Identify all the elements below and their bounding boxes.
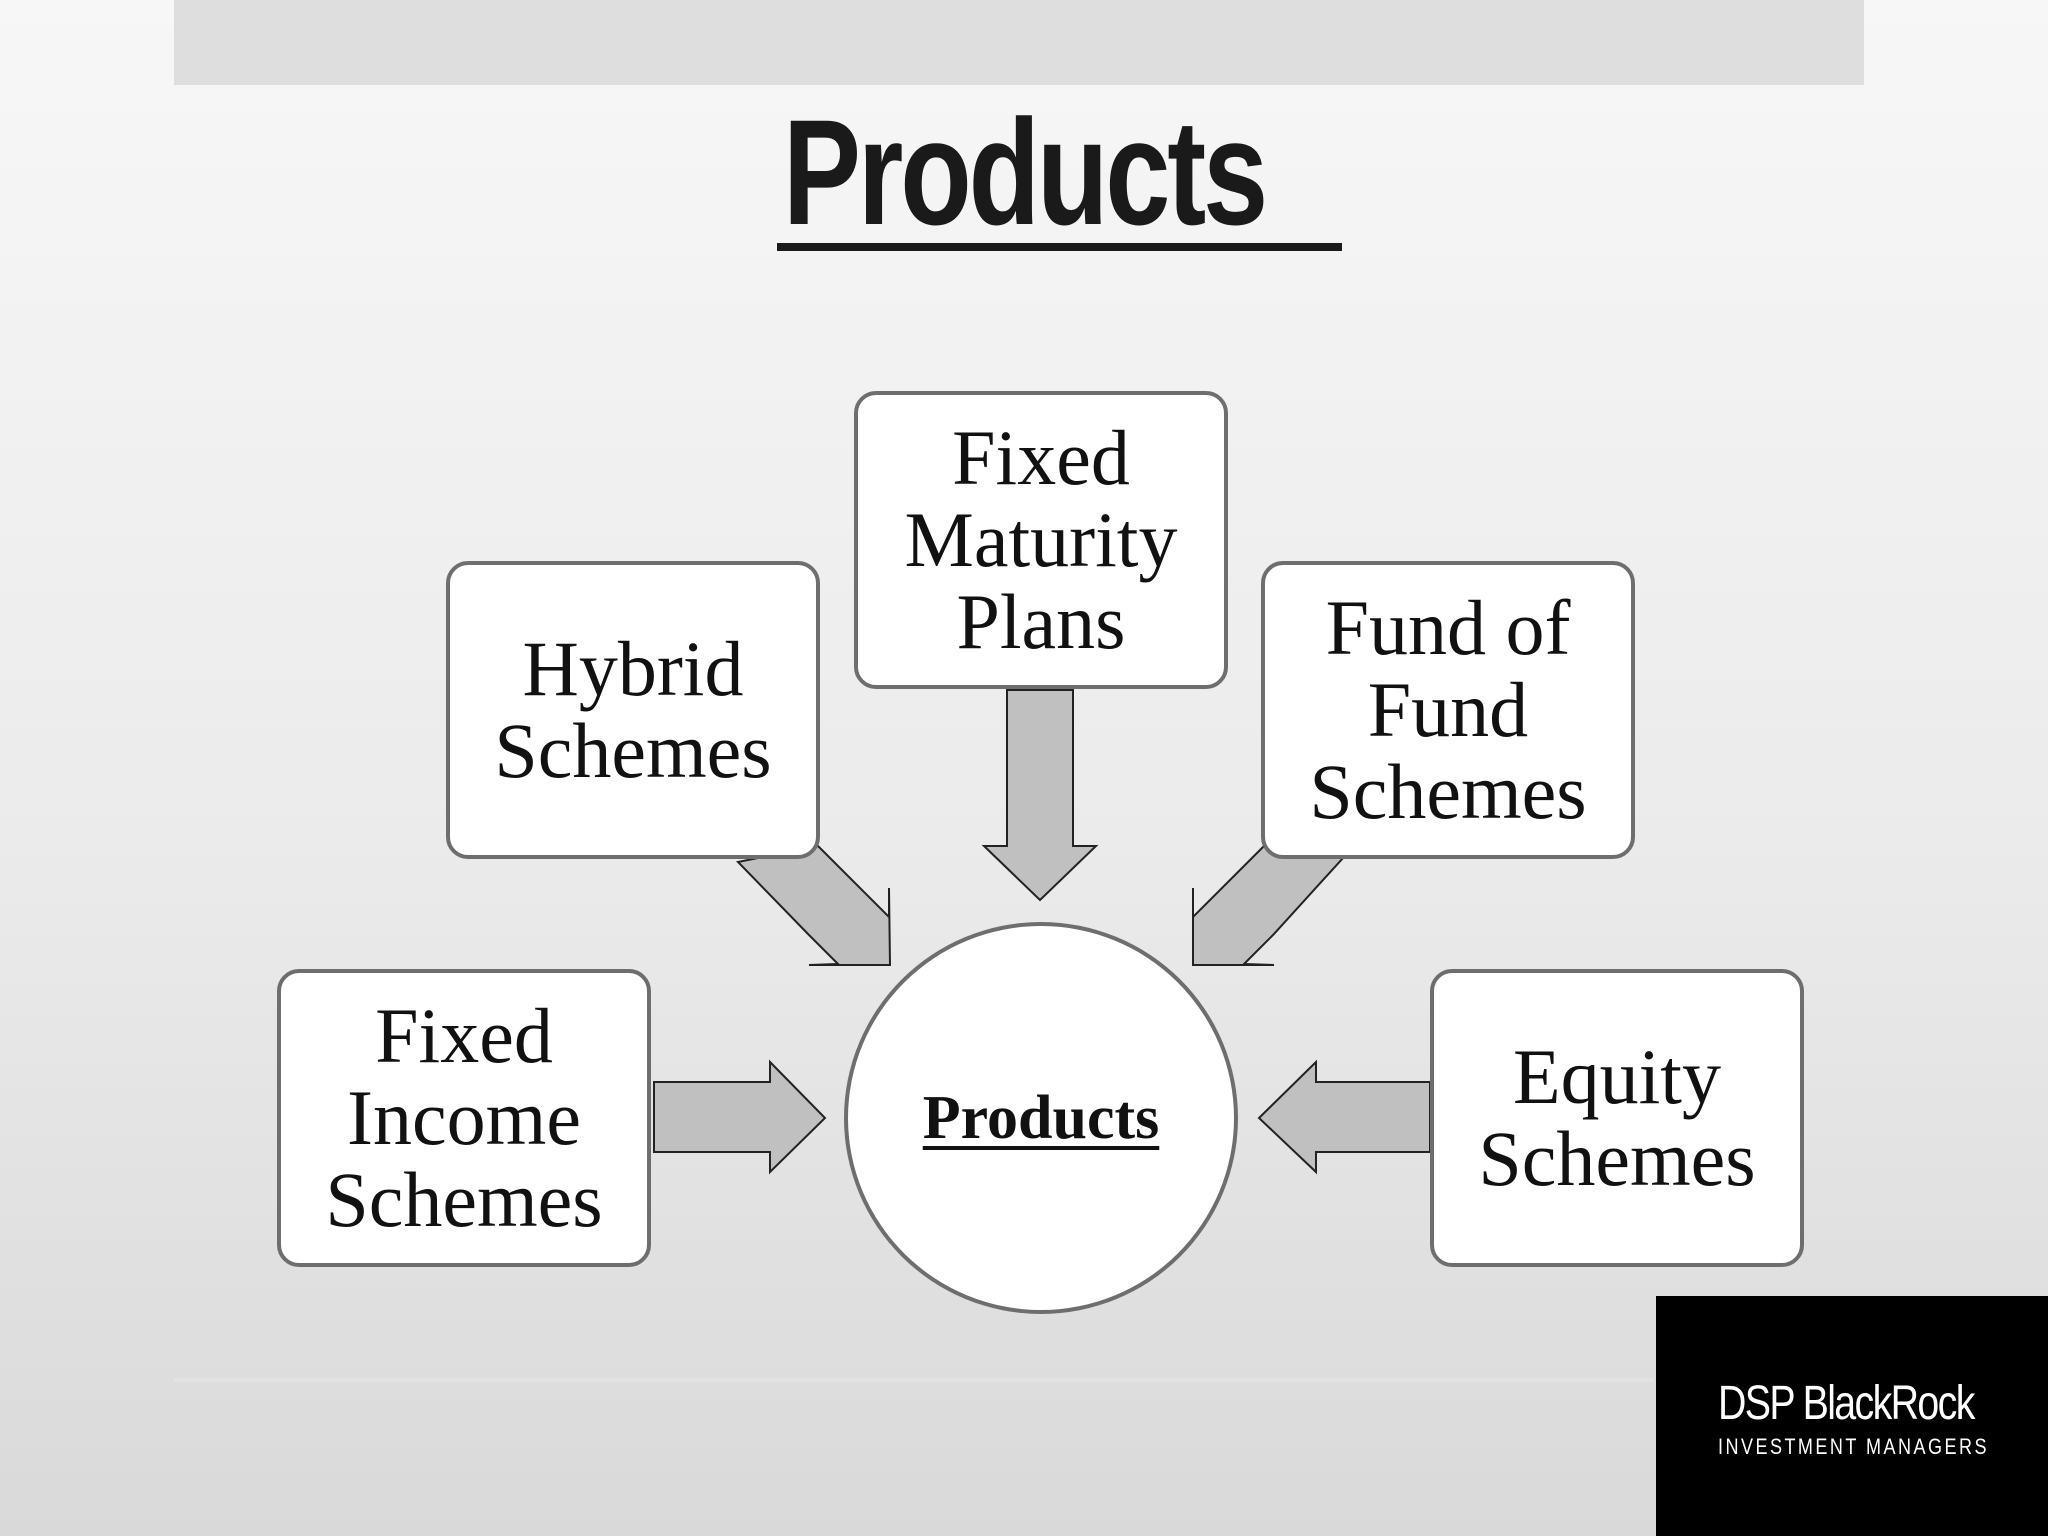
node-hybrid-schemes: Hybrid Schemes: [446, 561, 820, 859]
title-underline: [777, 243, 1342, 251]
logo-wordmark: DSP BlackRock: [1718, 1377, 1975, 1430]
company-logo: DSP BlackRock INVESTMENT MANAGERS: [1656, 1296, 2048, 1536]
top-banner-bar: [174, 0, 1864, 85]
logo-tagline: INVESTMENT MANAGERS: [1718, 1434, 1989, 1459]
arrow-fund-of-fund-to-products: [1192, 843, 1345, 966]
arrow-hybrid-to-products: [736, 844, 892, 966]
footer-divider: [174, 1378, 1654, 1382]
node-equity-schemes: Equity Schemes: [1430, 969, 1804, 1267]
center-label: Products: [922, 1083, 1160, 1152]
arrow-fixed-income-to-products: [653, 1059, 827, 1175]
node-fixed-income-schemes: Fixed Income Schemes: [277, 969, 651, 1267]
node-products-center: Products: [844, 922, 1238, 1314]
slide-title: Products: [782, 88, 1268, 256]
arrow-equity-to-products: [1257, 1059, 1431, 1175]
node-fund-of-fund-schemes: Fund of Fund Schemes: [1261, 561, 1635, 859]
arrow-fixed-maturity-to-products: [981, 689, 1099, 902]
node-fixed-maturity-plans: Fixed Maturity Plans: [854, 391, 1228, 689]
